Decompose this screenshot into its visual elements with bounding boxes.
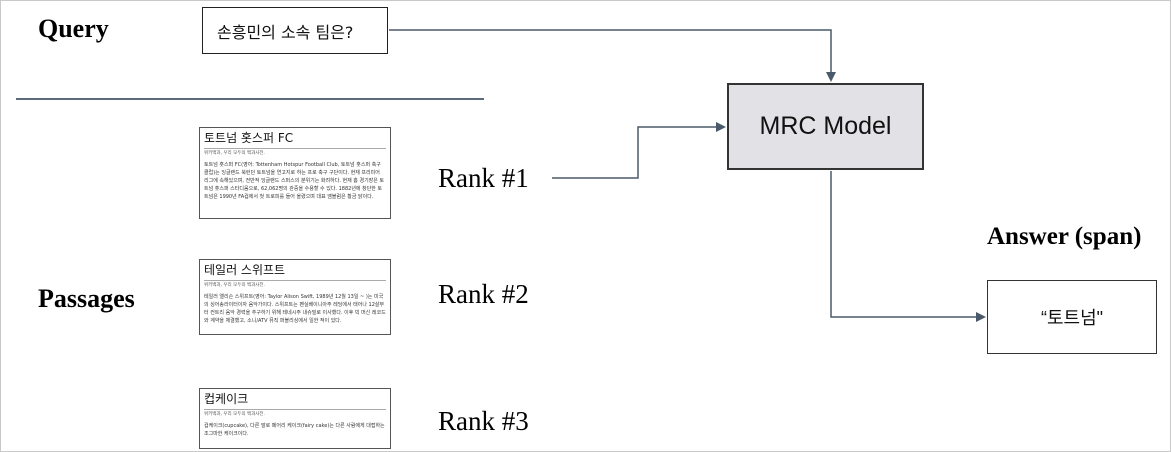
query-label: Query xyxy=(38,14,109,43)
section-divider xyxy=(16,98,484,100)
passage-title-rule xyxy=(204,409,386,410)
passage-title: 토트넘 홋스퍼 FC xyxy=(204,131,294,145)
mrc-model-box: MRC Model xyxy=(727,83,924,170)
passage-body: 컵케이크(cupcake), 다른 말로 페어리 케이크(fairy cake)… xyxy=(204,423,385,437)
model-to-answer-arrow xyxy=(830,171,986,322)
passage-title: 테일러 스위프트 xyxy=(204,263,286,277)
query-to-model-arrow xyxy=(389,29,836,82)
passage-title-rule xyxy=(204,148,386,149)
rank1-to-model-arrow xyxy=(552,122,726,179)
rank-label-2: Rank #2 xyxy=(438,279,529,309)
passage-card-3: 컵케이크 위키백과, 우리 모두의 백과사전. 컵케이크(cupcake), 다… xyxy=(199,388,391,449)
passage-title: 컵케이크 xyxy=(204,392,249,406)
passage-title-rule xyxy=(204,280,386,281)
passage-subtitle: 위키백과, 우리 모두의 백과사전. xyxy=(204,412,265,417)
passage-body: 토트넘 홋스퍼 FC(영어: Tottenham Hotspur Footbal… xyxy=(204,162,385,200)
rank-label-3: Rank #3 xyxy=(438,406,529,436)
answer-box: “토트넘" xyxy=(987,280,1157,354)
query-box: 손흥민의 소속 팀은? xyxy=(202,7,388,54)
passages-label: Passages xyxy=(38,284,135,313)
passage-card-1: 토트넘 홋스퍼 FC 위키백과, 우리 모두의 백과사전. 토트넘 홋스퍼 FC… xyxy=(199,127,391,219)
rank-label-1: Rank #1 xyxy=(438,163,529,193)
passage-card-2: 테일러 스위프트 위키백과, 우리 모두의 백과사전. 테일러 앨리슨 스위프트… xyxy=(199,259,391,335)
answer-label: Answer (span) xyxy=(987,223,1142,250)
passage-subtitle: 위키백과, 우리 모두의 백과사전. xyxy=(204,151,265,156)
passage-subtitle: 위키백과, 우리 모두의 백과사전. xyxy=(204,283,265,288)
passage-body: 테일러 앨리슨 스위프트(영어: Taylor Alison Swift, 19… xyxy=(204,294,386,324)
